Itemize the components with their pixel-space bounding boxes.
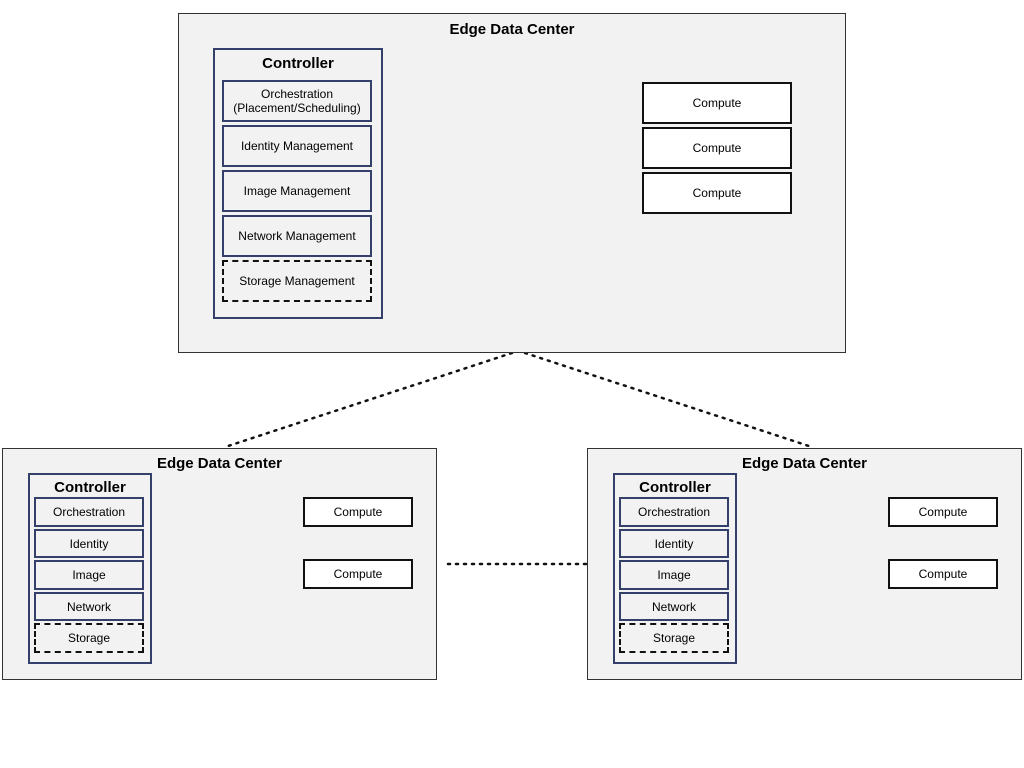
image-service: Image [34, 560, 144, 590]
service-label: Network Management [238, 229, 356, 243]
storage-service: Storage [34, 623, 144, 653]
identity-service: Identity [619, 529, 729, 558]
edge-data-center-title: Edge Data Center [741, 455, 868, 472]
orchestration-service: Orchestration [34, 497, 144, 527]
controller-title: Controller [639, 479, 711, 496]
identity-management-service: Identity Management [222, 125, 372, 167]
compute-node-1: Compute [303, 497, 413, 527]
compute-node-1: Compute [888, 497, 998, 527]
edge-data-center-title: Edge Data Center [156, 455, 283, 472]
compute-node-2: Compute [642, 127, 792, 169]
controller-right: Controller Orchestration Identity Image … [613, 473, 737, 664]
edge-data-center-right: Edge Data Center Controller Orchestratio… [587, 448, 1022, 680]
service-label: Identity Management [240, 139, 354, 153]
orchestration-service: Orchestration [619, 497, 729, 527]
network-service: Network [34, 592, 144, 621]
compute-node-2: Compute [888, 559, 998, 589]
edge-data-center-top: Edge Data Center Controller Orchestratio… [178, 13, 846, 353]
controller-title: Controller [54, 479, 126, 496]
dotted-link-top-left [223, 351, 514, 449]
network-management-service: Network Management [222, 215, 372, 257]
storage-management-service: Storage Management [222, 260, 372, 302]
controller-title: Controller [262, 55, 334, 72]
service-label: Storage Management [239, 274, 355, 288]
identity-service: Identity [34, 529, 144, 558]
orchestration-service: Orchestration (Placement/Scheduling) [222, 80, 372, 122]
edge-data-center-left: Edge Data Center Controller Orchestratio… [2, 448, 437, 680]
compute-node-3: Compute [642, 172, 792, 214]
compute-node-1: Compute [642, 82, 792, 124]
service-label: Image Management [243, 184, 351, 198]
network-service: Network [619, 592, 729, 621]
image-service: Image [619, 560, 729, 590]
dotted-link-top-right [523, 351, 814, 449]
service-label: Orchestration (Placement/Scheduling) [233, 87, 361, 115]
image-management-service: Image Management [222, 170, 372, 212]
controller-top: Controller Orchestration (Placement/Sche… [213, 48, 383, 319]
controller-left: Controller Orchestration Identity Image … [28, 473, 152, 664]
storage-service: Storage [619, 623, 729, 653]
edge-data-center-title: Edge Data Center [449, 21, 575, 38]
compute-node-2: Compute [303, 559, 413, 589]
